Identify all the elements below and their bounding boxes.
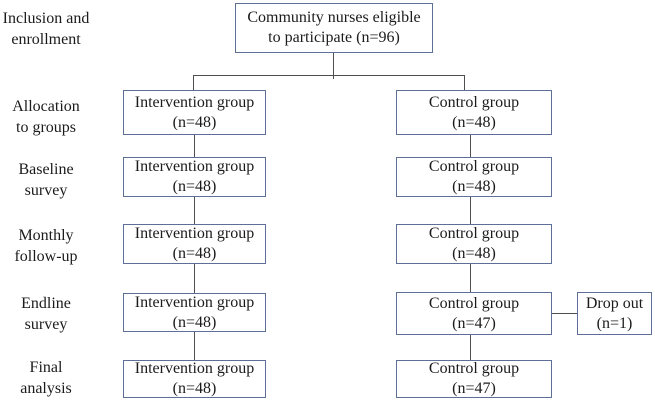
box-text-line: (n=47) [452,380,496,397]
box-intervention-final: Intervention group (n=48) [123,360,266,398]
stage-label-line: follow-up [14,248,78,265]
box-text-line: (n=1) [596,314,633,332]
box-text-line: Control group [428,158,520,175]
stage-label-line: Final [29,359,63,376]
stage-label-line: analysis [20,380,72,397]
box-text-line: Drop out [585,294,644,312]
connector-control-3 [470,264,471,292]
stage-label-line: Monthly [18,227,74,244]
box-intervention-baseline: Intervention group (n=48) [123,157,266,197]
stage-label-endline-survey: Endline survey [0,293,92,335]
connector-intervention-4 [194,332,195,360]
box-dropout: Drop out (n=1) [577,292,652,335]
stage-label-line: survey [24,316,68,333]
box-text-line: Control group [428,360,520,377]
box-text-line: Intervention group [134,225,255,242]
box-control-monthly: Control group (n=48) [396,224,552,264]
stage-label-line: to groups [16,119,76,136]
connector-intervention-1 [194,135,195,157]
box-text-line: Control group [428,225,520,242]
stage-label-final-analysis: Final analysis [0,357,92,399]
box-text-line: (n=48) [172,380,217,397]
box-text-line: (n=47) [452,314,496,332]
box-intervention-endline: Intervention group (n=48) [123,293,266,332]
stage-label-allocation: Allocation to groups [0,96,92,138]
box-control-baseline: Control group (n=48) [396,157,552,197]
box-eligible-participants: Community nurses eligible to participate… [235,3,433,53]
stage-label-baseline-survey: Baseline survey [0,159,92,201]
box-text-line: Control group [428,294,520,312]
box-intervention-allocation: Intervention group (n=48) [123,90,266,135]
box-intervention-monthly: Intervention group (n=48) [123,224,266,264]
connector-intervention-3 [194,264,195,293]
connector-branch-right-drop [464,75,465,90]
stage-label-line: Allocation [12,98,80,115]
connector-top-stem [333,53,334,79]
stage-label-line: Baseline [18,161,74,178]
connector-branch-horizontal [193,75,464,76]
box-text-line: to participate (n=96) [268,29,400,46]
box-text-line: (n=48) [452,113,496,131]
box-text-line: Intervention group [134,158,255,175]
stage-label-inclusion-enrollment: Inclusion and enrollment [0,8,92,50]
box-control-endline: Control group (n=47) [396,292,552,335]
box-text-line: Community nurses eligible [247,9,421,26]
box-text-line: (n=48) [172,178,217,195]
connector-branch-left-drop [193,75,194,90]
box-text-line: Intervention group [134,93,255,111]
connector-intervention-2 [194,197,195,224]
box-control-final: Control group (n=47) [396,360,552,398]
box-text-line: (n=48) [172,245,217,262]
stage-label-line: enrollment [11,31,81,48]
connector-control-4 [470,335,471,360]
connector-control-2 [470,197,471,224]
box-text-line: (n=48) [172,313,217,331]
box-text-line: (n=48) [172,113,217,131]
box-text-line: (n=48) [452,245,496,262]
box-text-line: Intervention group [134,293,255,311]
stage-label-monthly-follow-up: Monthly follow-up [0,225,92,267]
box-control-allocation: Control group (n=48) [396,90,552,135]
box-text-line: Control group [428,93,520,111]
stage-label-line: Inclusion and [2,10,90,27]
box-text-line: (n=48) [452,178,496,195]
stage-label-line: Endline [21,295,71,312]
connector-dropout [552,313,577,314]
box-text-line: Intervention group [134,360,255,377]
stage-label-line: survey [24,182,68,199]
connector-control-1 [470,135,471,157]
